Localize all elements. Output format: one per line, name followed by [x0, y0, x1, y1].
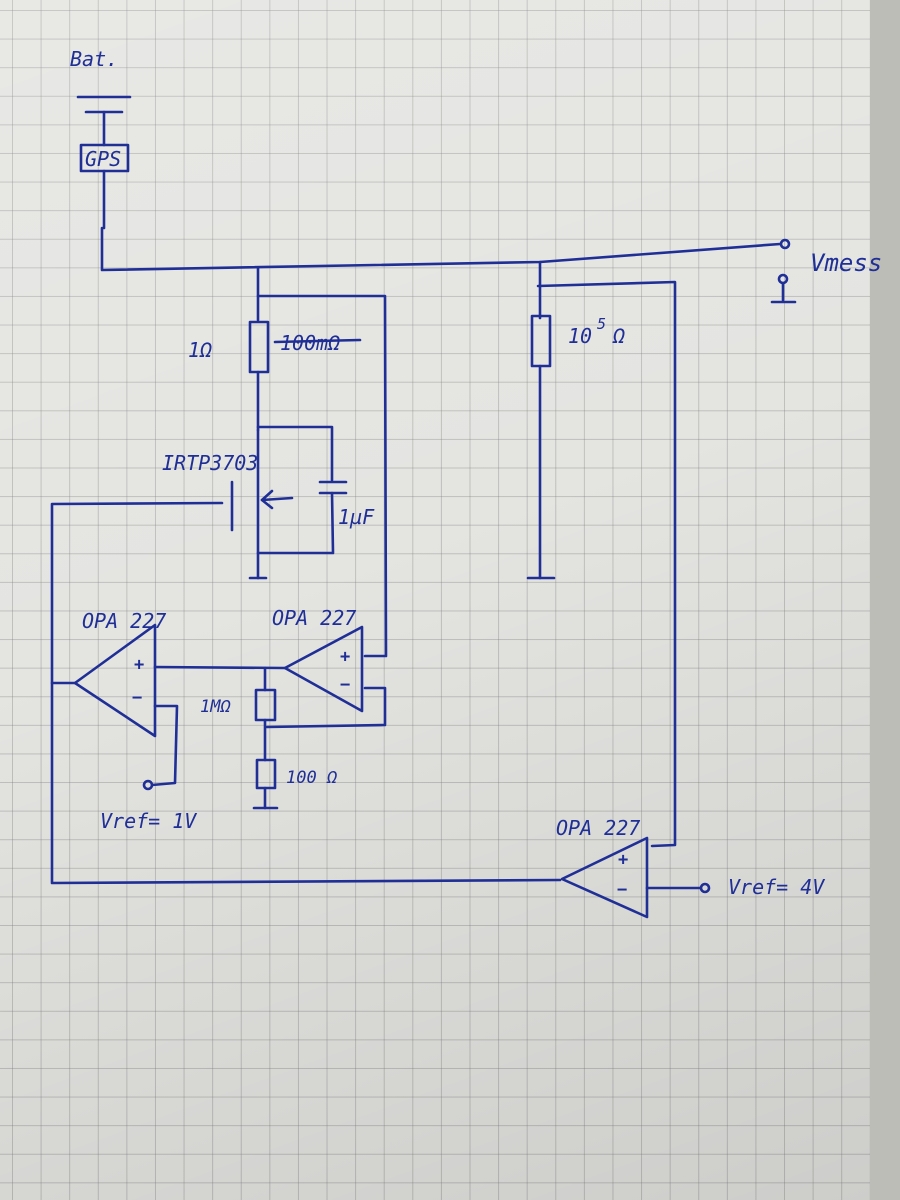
opamp-mid-plus: + [340, 647, 350, 667]
vmess-label: Vmess [810, 249, 882, 277]
sense-resistor-crossed-label: 100mΩ [280, 331, 340, 355]
capacitor-label: 1µF [338, 505, 375, 529]
divider-resistor [530, 314, 552, 368]
battery-label: Bat. [70, 47, 118, 71]
main-rail [100, 226, 791, 272]
mosfet-symbol [230, 428, 294, 580]
sense-resistor [248, 320, 270, 374]
battery-symbol [76, 95, 132, 147]
opamp-bottom-plus: + [618, 850, 628, 870]
wire-opamp-mid-to-left-plus [153, 665, 287, 670]
opamp-mid-label: OPA 227 [272, 606, 356, 630]
opamp-left-plus: + [134, 655, 144, 675]
opamp-left-label: OPA 227 [82, 609, 166, 633]
gps-label: GPS [85, 147, 121, 171]
wire-opamp-mid-feedback [265, 686, 387, 729]
wire-divider-to-bottom-opamp [536, 280, 677, 848]
ground-resistor-label: 100 Ω [286, 768, 338, 788]
wire-cap-bottom [256, 491, 335, 555]
feedback-resistor [254, 688, 277, 722]
vref-right-terminal [699, 882, 711, 894]
sense-resistor-label: 1Ω [188, 338, 212, 362]
opamp-bottom-label: OPA 227 [556, 816, 640, 840]
opamp-mid-minus: − [340, 675, 350, 695]
ground-resistor [255, 758, 277, 790]
vref-left-terminal [142, 779, 154, 791]
strikethrough-line [273, 338, 362, 344]
vmess-ground-terminal [770, 273, 797, 304]
opamp-left [73, 623, 157, 738]
vref-right-label: Vref= 4V [728, 875, 825, 899]
capacitor-symbol [318, 480, 348, 495]
wire-opamp-left-minus [150, 704, 179, 787]
opamp-left-minus: − [132, 688, 142, 708]
wire-cap-top [256, 425, 334, 482]
vref-left-label: Vref= 1V [100, 809, 197, 833]
feedback-resistor-label: 1MΩ [200, 697, 231, 717]
mosfet-label: IRTP3703 [162, 451, 258, 475]
wire-sense-to-opamp-mid-plus [256, 294, 388, 658]
opamp-bottom-minus: − [617, 880, 627, 900]
divider-resistor-label: 10 [568, 324, 592, 348]
opamp-mid [283, 625, 364, 713]
divider-resistor-unit: Ω [612, 324, 625, 348]
opamp-bottom [560, 836, 649, 919]
paper-edge [870, 0, 900, 1200]
divider-resistor-exponent: 5 [597, 315, 606, 333]
wire-gate-feedback [50, 501, 562, 885]
